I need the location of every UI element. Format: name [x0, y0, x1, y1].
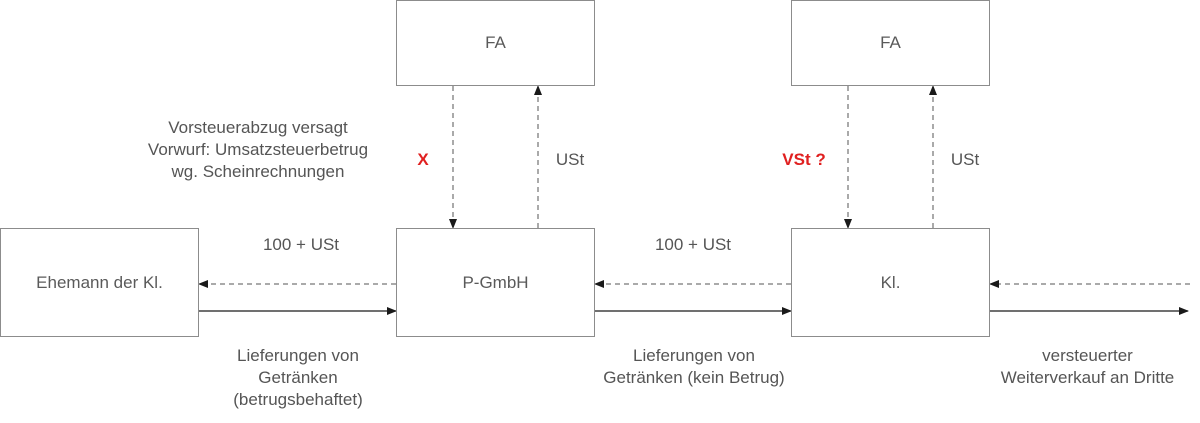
vorsteuer-note: Vorsteuerabzug versagt Vorwurf: Umsatzst… — [147, 118, 369, 181]
x-mark: X — [417, 150, 429, 169]
ust-right-label: USt — [950, 150, 980, 169]
fa-right-label: FA — [880, 33, 901, 52]
fa-left-label: FA — [485, 33, 506, 52]
ehemann-label: Ehemann der Kl. — [36, 272, 163, 292]
delivery-left-label: Lieferungen von Getränken (betrugsbehaft… — [233, 346, 363, 409]
fa-right-box: FA — [791, 0, 990, 86]
payment-right-label: 100 + USt — [654, 235, 732, 254]
delivery-right-label: Lieferungen von Getränken (kein Betrug) — [603, 346, 785, 387]
fa-left-box: FA — [396, 0, 595, 86]
pgmbh-box: P-GmbH — [396, 228, 595, 337]
pgmbh-label: P-GmbH — [462, 272, 529, 292]
vst-question-label: VSt ? — [782, 150, 826, 169]
kl-box: Kl. — [791, 228, 990, 337]
ust-left-label: USt — [555, 150, 585, 169]
ehemann-box: Ehemann der Kl. — [0, 228, 199, 337]
payment-left-label: 100 + USt — [262, 235, 340, 254]
resale-label: versteuerter Weiterverkauf an Dritte — [1000, 346, 1175, 387]
kl-label: Kl. — [880, 272, 901, 292]
